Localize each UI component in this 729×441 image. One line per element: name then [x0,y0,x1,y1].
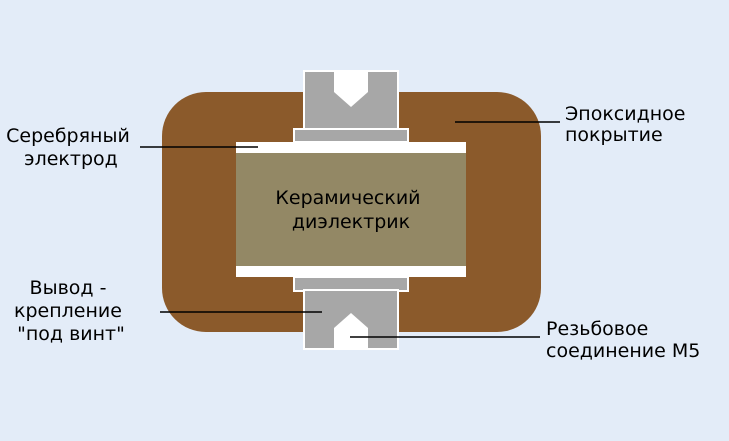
bottom-silver-electrode [236,266,466,277]
ceramic-dielectric [236,153,466,266]
top-silver-electrode [236,142,466,153]
label-silver-electrode: Серебряный электрод [6,125,136,170]
bottom-thread-hole [334,313,368,348]
label-screw-terminal: Вывод - крепление "под винт" [14,277,128,345]
bottom-terminal-flange [293,276,409,292]
label-thread-m5: Резьбовое соединение М5 [546,318,700,362]
label-ceramic-dielectric: Керамический диэлектрик [275,187,426,233]
top-thread-hole [334,72,368,107]
top-terminal-flange [293,128,409,143]
label-epoxy-coating: Эпоксидное покрытие [565,103,692,146]
